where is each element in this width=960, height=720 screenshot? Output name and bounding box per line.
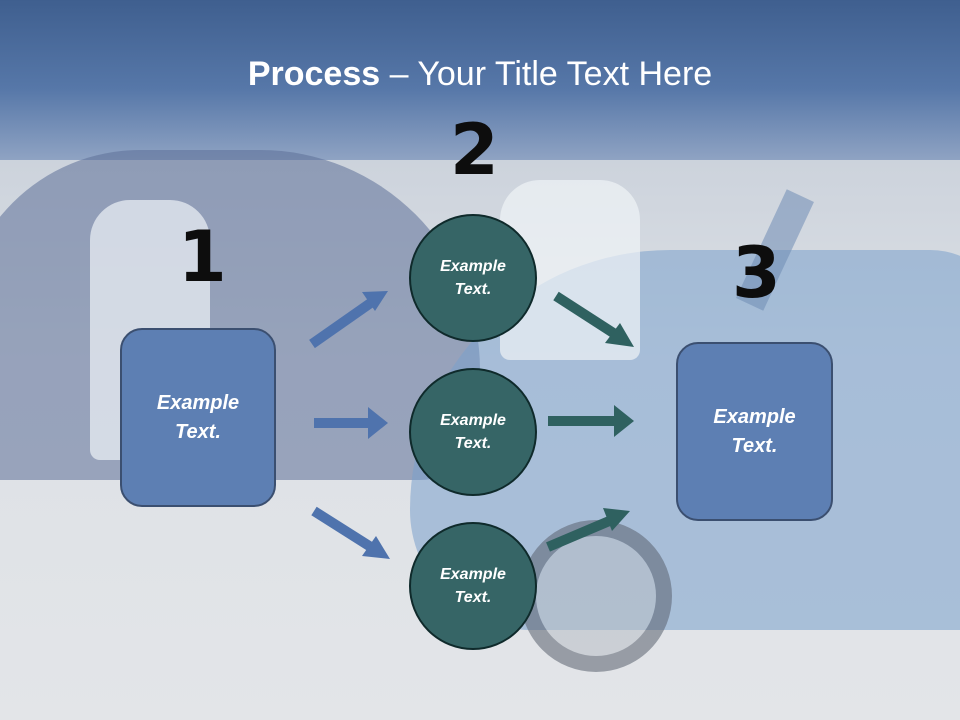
step-number-2: 2 <box>450 109 499 191</box>
arrow-1-to-bottom <box>311 506 390 559</box>
step-3-text: Example Text. <box>713 405 796 457</box>
arrow-1-to-middle <box>314 407 388 439</box>
title-bold: Process <box>247 55 381 93</box>
circle-bottom-text: Example Text. <box>440 566 506 606</box>
step-2-circle-middle: Example Text. <box>409 368 537 496</box>
arrow-bottom-to-3 <box>546 508 630 552</box>
arrow-middle-to-3 <box>548 405 634 437</box>
step-1-text: Example Text. <box>156 391 240 443</box>
title-rest: – Your Title Text Here <box>380 55 713 93</box>
slide-title: Process – Your Title Text Here <box>0 52 960 96</box>
circle-middle-text: Example Text. <box>440 412 506 452</box>
background-header-band <box>0 0 960 160</box>
arrow-top-to-3 <box>553 291 634 347</box>
arrow-1-to-top <box>309 291 388 349</box>
step-3-box: Example Text. <box>676 342 833 521</box>
step-1-box: Example Text. <box>120 328 276 507</box>
step-number-3: 3 <box>732 232 781 314</box>
step-2-circle-top: Example Text. <box>409 214 537 342</box>
step-2-circle-bottom: Example Text. <box>409 522 537 650</box>
step-number-1: 1 <box>178 216 227 298</box>
circle-top-text: Example Text. <box>440 258 506 298</box>
